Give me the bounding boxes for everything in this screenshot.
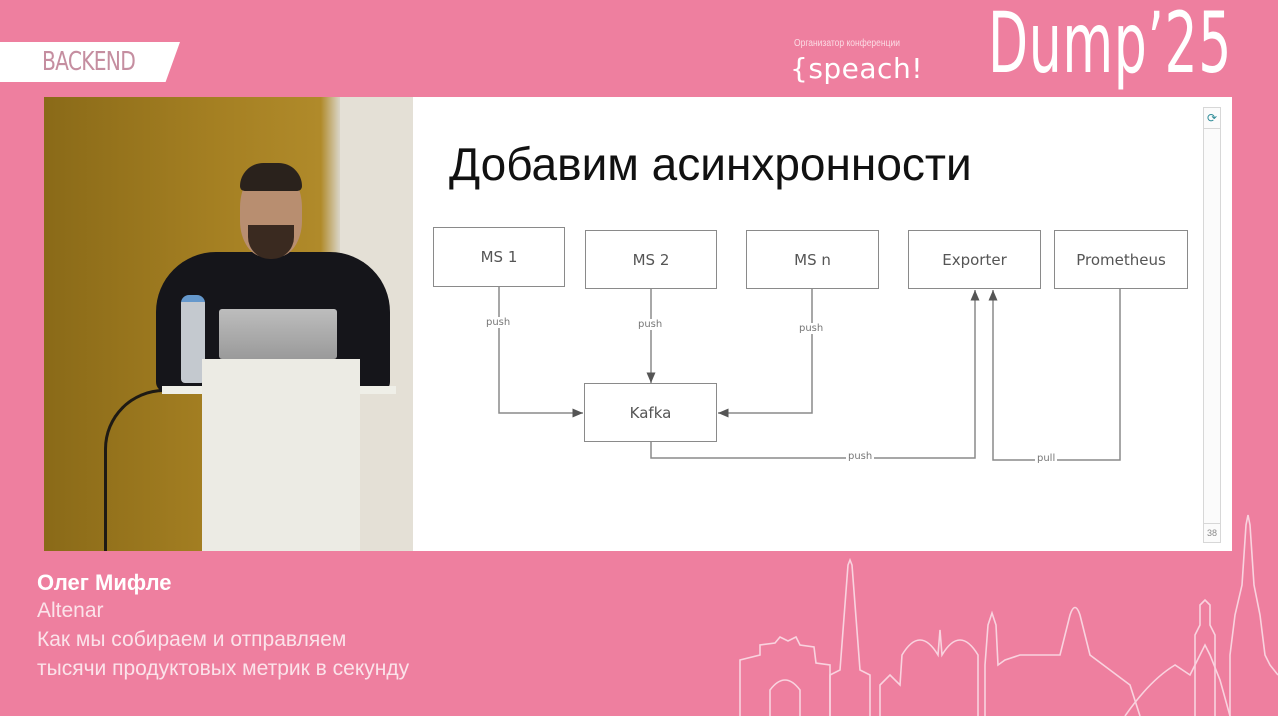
city-skyline-decoration [739,514,1278,716]
speaker-video [44,97,413,551]
node-prometheus: Prometheus [1054,230,1188,289]
edge-label-ms1: push [484,317,513,328]
speaker-info: Олег Мифле Altenar Как мы собираем и отп… [37,569,409,683]
talk-title-line2: тысячи продуктовых метрик в секунду [37,657,410,680]
organizer-caption: Организатор конференции [794,38,900,49]
slide-scrollbar[interactable]: ⟳ 38 [1203,107,1221,543]
scroll-up-icon[interactable]: ⟳ [1204,108,1220,129]
slide-title: Добавим асинхронности [449,138,972,190]
organizer-logo: Организатор конференции {speach! [790,38,962,92]
edge-label-prometheus-exporter: pull [1035,453,1058,464]
track-label: BACKEND [42,47,136,77]
video-cable [104,389,187,551]
speach-logo: {speach! [790,52,923,85]
node-ms1: MS 1 [433,227,565,287]
speaker-beard [248,225,294,259]
track-badge: BACKEND [0,42,180,82]
node-msn: MS n [746,230,879,289]
water-bottle [181,295,205,383]
edge-label-msn: push [797,323,826,334]
laptop [219,309,337,359]
speaker-hair [240,163,302,191]
slide-page-number: 38 [1204,523,1220,542]
node-exporter: Exporter [908,230,1041,289]
talk-title-line1: Как мы собираем и отправляем [37,628,347,651]
presentation-slide: Добавим асинхронности MS 1 MS 2 MS n Exp… [413,97,1232,551]
speaker-name: Олег Мифле [37,570,172,595]
node-ms2: MS 2 [585,230,717,289]
speaker-company: Altenar [37,599,104,622]
edge-label-kafka-exporter: push [846,451,875,462]
node-kafka: Kafka [584,383,717,442]
podium [202,359,360,551]
conference-logo: Dump’25 [988,0,1233,92]
edge-label-ms2: push [636,319,665,330]
